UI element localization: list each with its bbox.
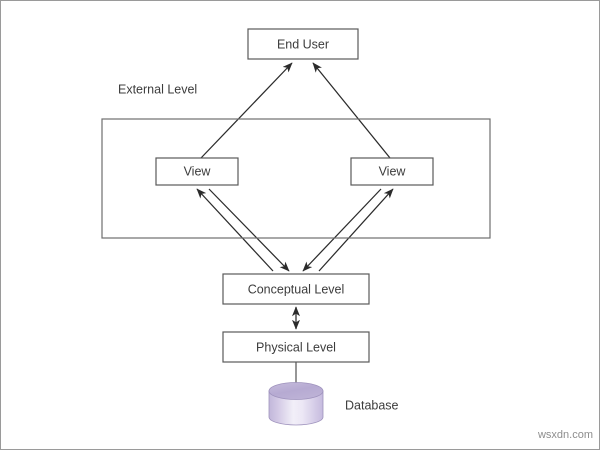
- physical-level-label: Physical Level: [256, 340, 336, 354]
- connector-conceptual-to-view-left: [196, 188, 274, 272]
- view-left-box[interactable]: [155, 157, 239, 186]
- view-left-label: View: [184, 164, 212, 178]
- watermark-label: wsxdn.com: [537, 429, 593, 441]
- node-view-right[interactable]: View: [350, 157, 434, 186]
- connector-view-right-to-end-user: [312, 62, 391, 159]
- conceptual-level-box[interactable]: [222, 273, 370, 305]
- node-physical-level[interactable]: Physical Level: [222, 331, 370, 363]
- end-user-box[interactable]: [247, 28, 359, 60]
- connector-conceptual-to-view-right: [318, 188, 394, 272]
- end-user-label: End User: [277, 37, 329, 51]
- node-database-cylinder[interactable]: [268, 382, 324, 426]
- node-end-user[interactable]: End User: [247, 28, 359, 60]
- database-cylinder-body: [268, 390, 324, 426]
- node-conceptual-level[interactable]: Conceptual Level: [222, 273, 370, 305]
- database-label: Database: [345, 398, 399, 412]
- connector-view-right-to-conceptual: [302, 188, 382, 272]
- view-right-box[interactable]: [350, 157, 434, 186]
- external-level-label: External Level: [118, 82, 197, 96]
- external-level-group-box: [101, 118, 491, 239]
- database-cylinder-top: [268, 382, 324, 400]
- node-view-left[interactable]: View: [155, 157, 239, 186]
- physical-level-box[interactable]: [222, 331, 370, 363]
- connector-view-left-to-conceptual: [208, 188, 290, 272]
- view-right-label: View: [379, 164, 407, 178]
- connector-view-left-to-end-user: [200, 62, 293, 159]
- conceptual-level-label: Conceptual Level: [248, 282, 345, 296]
